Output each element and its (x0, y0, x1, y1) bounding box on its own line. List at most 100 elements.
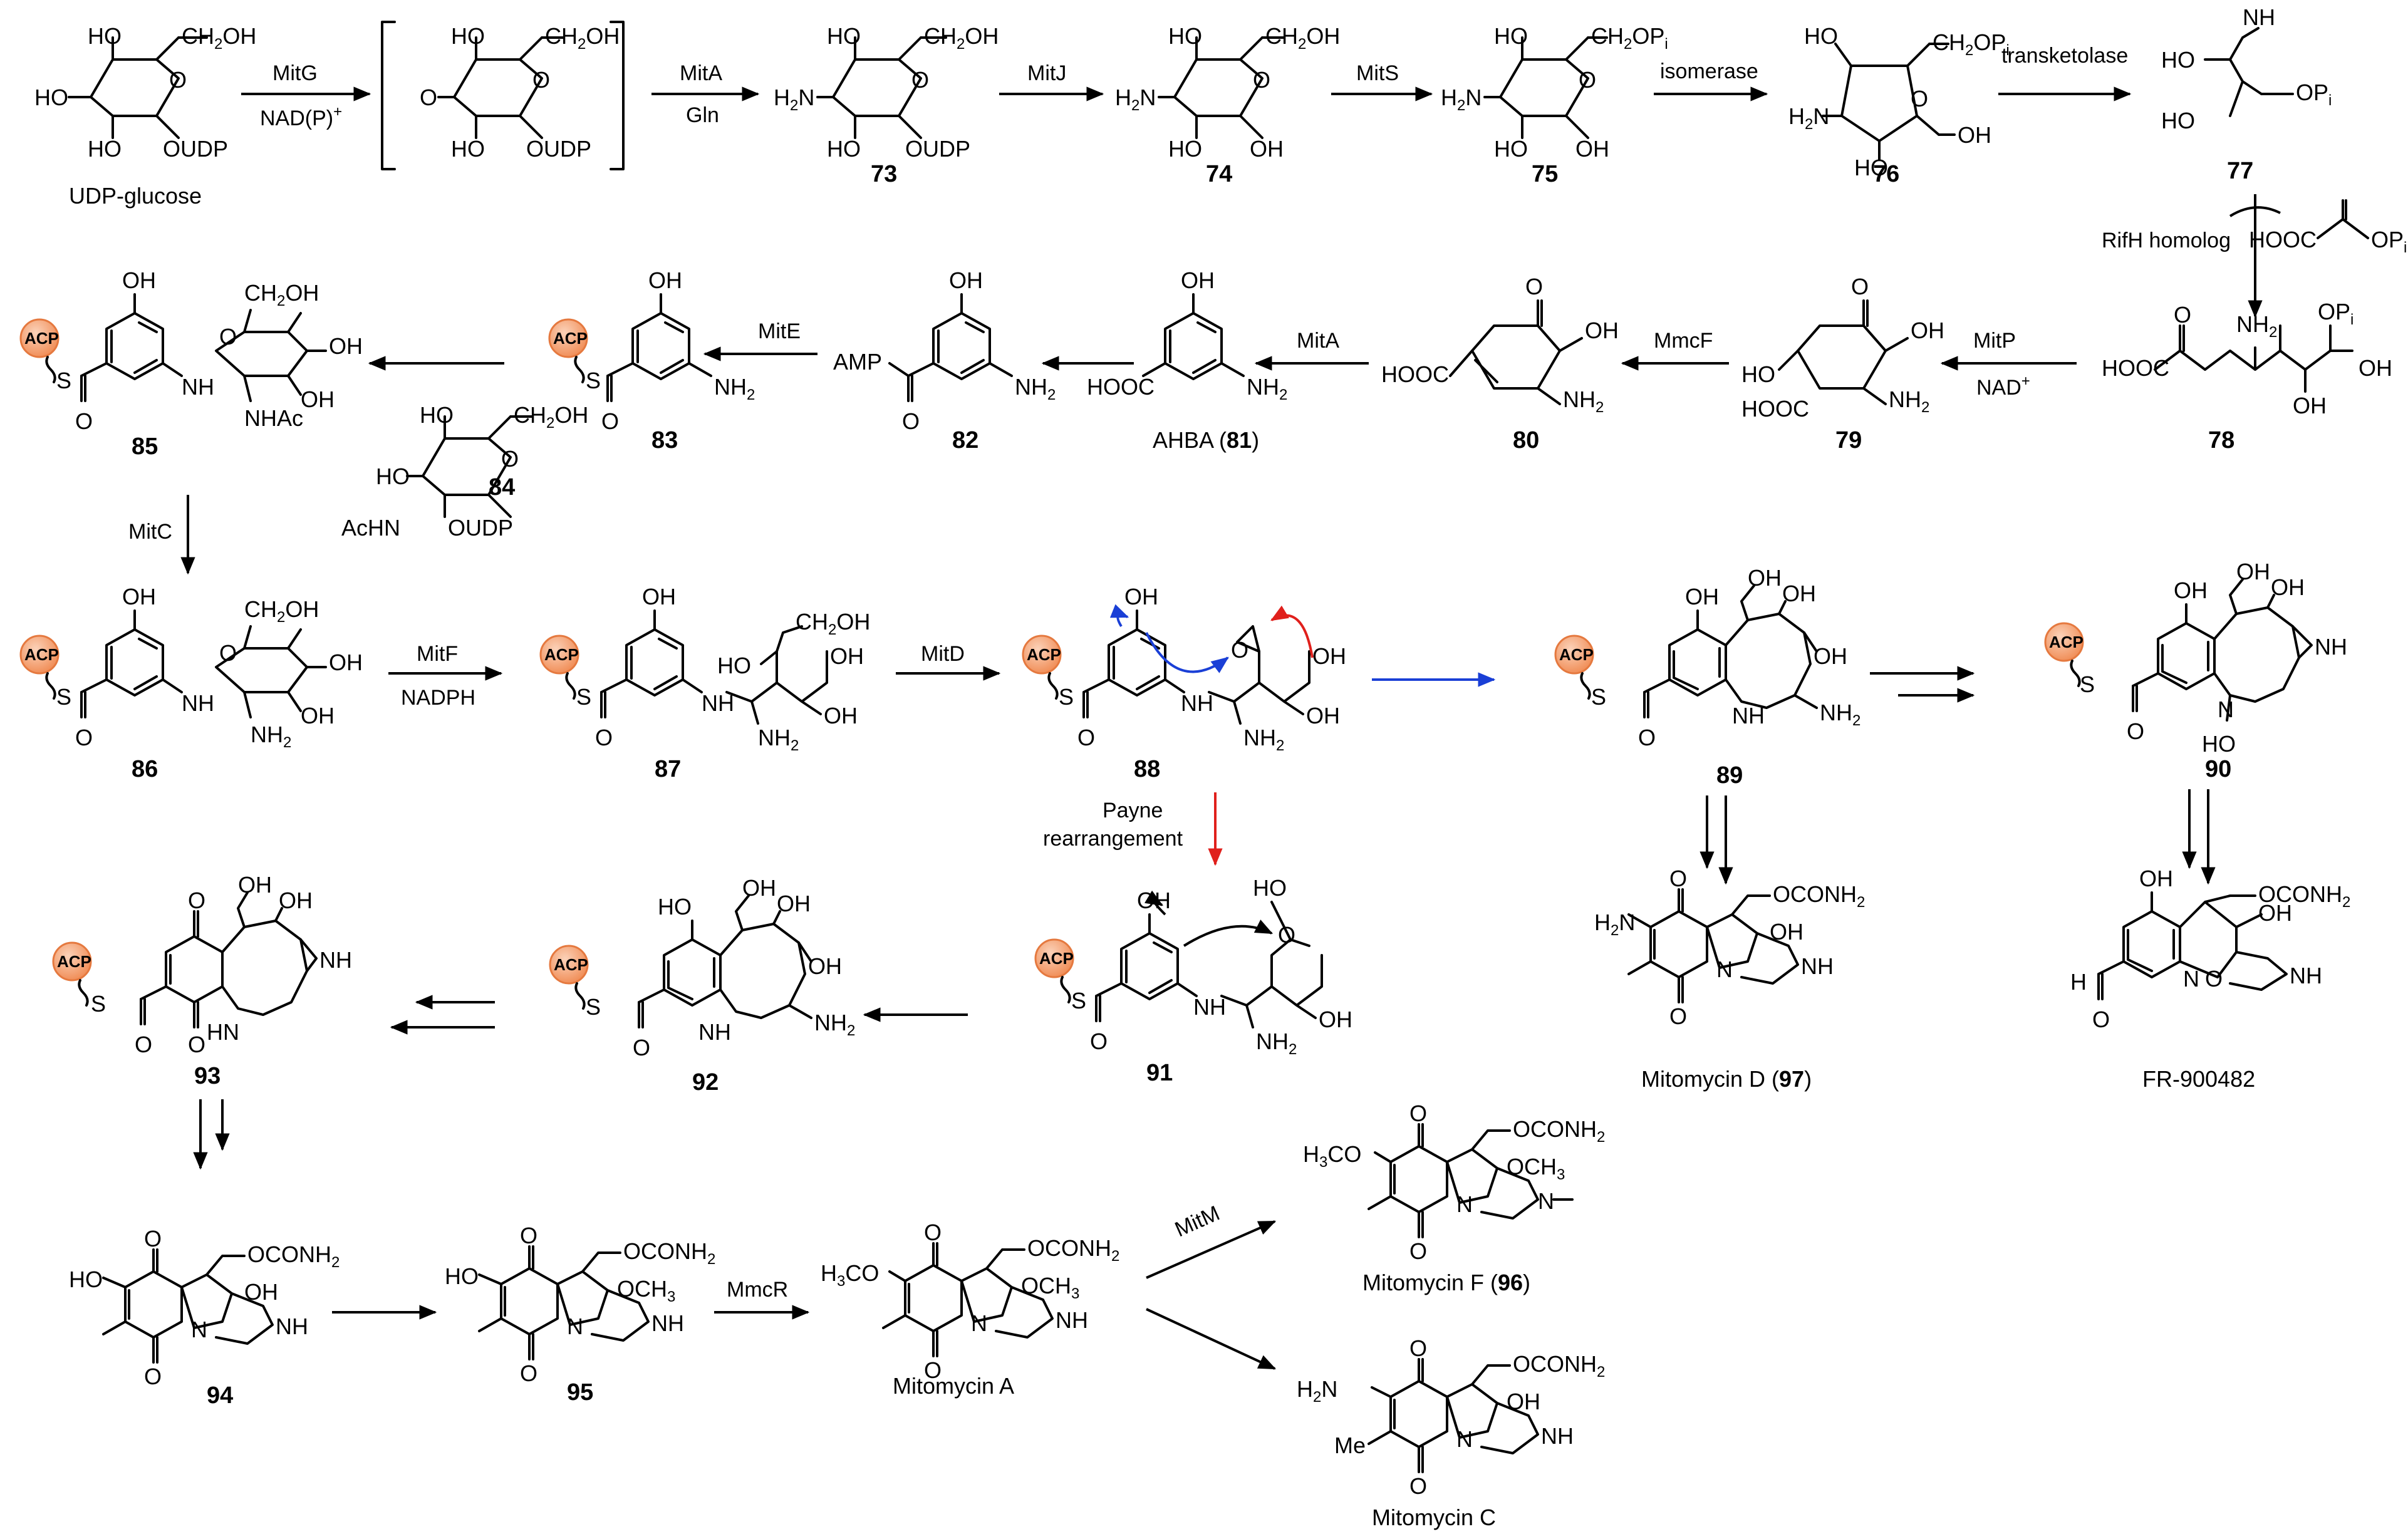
svg-text:Mitomycin D (97): Mitomycin D (97) (1641, 1066, 1812, 1092)
svg-text:HN: HN (207, 1019, 239, 1045)
arrow-mitP: MitP NAD+ (1940, 329, 2077, 400)
svg-text:OH: OH (244, 1279, 278, 1305)
compound-75: HO CH2OPi H2N O HO OH 75 (1441, 23, 1668, 187)
svg-text:91: 91 (1146, 1060, 1173, 1086)
svg-text:HO: HO (2161, 108, 2195, 133)
svg-text:77: 77 (2227, 158, 2253, 184)
svg-text:CH2OH: CH2OH (182, 23, 256, 53)
compound-74: HO CH2OH H2N O HO OH 74 (1115, 23, 1340, 187)
svg-text:Mitomycin F (96): Mitomycin F (96) (1362, 1270, 1530, 1295)
svg-text:OCH3: OCH3 (617, 1276, 675, 1305)
svg-text:ACP: ACP (24, 645, 59, 664)
svg-text:HO: HO (34, 85, 68, 110)
svg-text:O: O (2092, 1007, 2110, 1032)
svg-text:HO: HO (827, 136, 861, 162)
svg-text:NH2: NH2 (1015, 374, 1056, 403)
svg-text:O: O (219, 640, 237, 666)
svg-text:ACP: ACP (554, 955, 588, 974)
svg-text:N: N (1716, 956, 1733, 982)
svg-text:CH2OH: CH2OH (244, 280, 319, 309)
label-73: 73 (871, 161, 897, 187)
svg-text:Mitomycin C: Mitomycin C (1372, 1505, 1496, 1530)
svg-text:HOOC: HOOC (2102, 355, 2169, 381)
svg-text:ACP: ACP (1027, 645, 1061, 664)
svg-text:O: O (633, 1035, 650, 1060)
svg-text:ACP: ACP (1559, 645, 1594, 664)
svg-text:OCONH2: OCONH2 (1027, 1235, 1119, 1265)
svg-text:N: N (971, 1310, 987, 1336)
arrow-mitF: MitF NADPH (388, 642, 503, 710)
svg-text:OH: OH (1137, 888, 1171, 913)
svg-text:NHAc: NHAc (244, 405, 303, 431)
svg-text:NH: NH (698, 1019, 731, 1045)
svg-text:NH: NH (276, 1314, 308, 1339)
svg-text:OH: OH (830, 643, 864, 669)
compound-96-mitomycin-f: O O H3CO OCONH2 OCH3 N N Mitomycin F (96… (1303, 1101, 1605, 1295)
compound-94: O O HO OCONH2 OH N NH 94 (69, 1226, 340, 1409)
svg-text:NH: NH (182, 690, 214, 716)
acp-bubble (2044, 622, 2084, 662)
svg-text:HO: HO (1741, 361, 1775, 387)
svg-text:MitE: MitE (758, 319, 801, 343)
svg-text:92: 92 (692, 1069, 719, 1096)
svg-text:O: O (1579, 67, 1596, 93)
ho-label: HO (88, 23, 122, 49)
svg-text:O: O (1409, 1238, 1427, 1264)
acp-bubble (1554, 635, 1594, 675)
svg-text:NH: NH (2243, 4, 2275, 30)
svg-text:80: 80 (1513, 427, 1539, 453)
svg-text:NH2: NH2 (814, 1010, 855, 1039)
svg-text:O: O (1638, 725, 1656, 750)
svg-text:O: O (1911, 86, 1928, 111)
svg-text:MmcR: MmcR (727, 1278, 788, 1302)
compound-77: NH HO OPi HO 77 (2161, 4, 2332, 184)
svg-text:MitG: MitG (272, 61, 318, 85)
svg-text:OH: OH (329, 650, 363, 675)
compound-83: ACP S OH O NH2 83 (548, 267, 755, 453)
svg-text:O: O (188, 888, 205, 913)
svg-text:HO: HO (827, 23, 861, 49)
compound-80: O OH HOOC NH2 80 (1381, 274, 1619, 453)
svg-text:S: S (56, 368, 71, 393)
svg-text:S: S (2080, 671, 2095, 697)
svg-text:Gln: Gln (686, 103, 719, 127)
svg-text:OH: OH (301, 386, 335, 412)
svg-text:88: 88 (1134, 756, 1160, 782)
svg-text:S: S (586, 994, 601, 1020)
arrow-double-to-94 (193, 1099, 230, 1170)
compound-93: ACP S O O O OH OH NH HN 93 (52, 872, 352, 1089)
svg-text:OH: OH (1507, 1389, 1540, 1414)
svg-text:ACP: ACP (1039, 949, 1074, 968)
svg-text:HO: HO (658, 894, 692, 920)
svg-text:OH: OH (1319, 1007, 1352, 1032)
svg-text:OH: OH (2139, 866, 2173, 891)
svg-text:MitJ: MitJ (1027, 61, 1066, 85)
svg-text:HO: HO (376, 464, 410, 489)
svg-text:AcHN: AcHN (341, 515, 400, 541)
svg-text:OH: OH (1124, 584, 1158, 609)
svg-text:CH2OH: CH2OH (545, 23, 620, 53)
svg-text:76: 76 (1873, 161, 1899, 187)
arrow-mitG: MitG NAD(P)+ (241, 61, 371, 130)
svg-text:RifH homolog: RifH homolog (2102, 229, 2231, 252)
svg-text:OPi: OPi (2371, 227, 2407, 256)
svg-text:NH: NH (2315, 634, 2347, 660)
svg-text:NH: NH (1732, 703, 1765, 728)
svg-text:N: N (2183, 966, 2199, 992)
udp-glucose-label: UDP-glucose (69, 183, 202, 209)
svg-text:OH: OH (238, 872, 272, 898)
compound-97-mitomycin-d: O O H2N OCONH2 OH N NH Mitomycin D (97) (1594, 866, 1865, 1092)
svg-text:OH: OH (1958, 122, 1991, 148)
svg-text:O: O (219, 324, 237, 350)
svg-text:ACP: ACP (24, 329, 59, 348)
svg-text:OH: OH (1575, 136, 1609, 162)
acp-bubble (1034, 938, 1074, 978)
svg-text:HOOC: HOOC (1087, 374, 1155, 400)
svg-text:HO: HO (1854, 155, 1888, 180)
svg-text:CH2OPi: CH2OPi (1933, 29, 2010, 59)
svg-text:HO: HO (1804, 23, 1838, 49)
svg-text:N: N (191, 1317, 207, 1342)
svg-text:NH: NH (2290, 963, 2322, 988)
svg-text:H2N: H2N (1297, 1376, 1337, 1406)
compound-89: ACP S OH O OH OH OH NH2 NH 89 (1554, 565, 1860, 789)
